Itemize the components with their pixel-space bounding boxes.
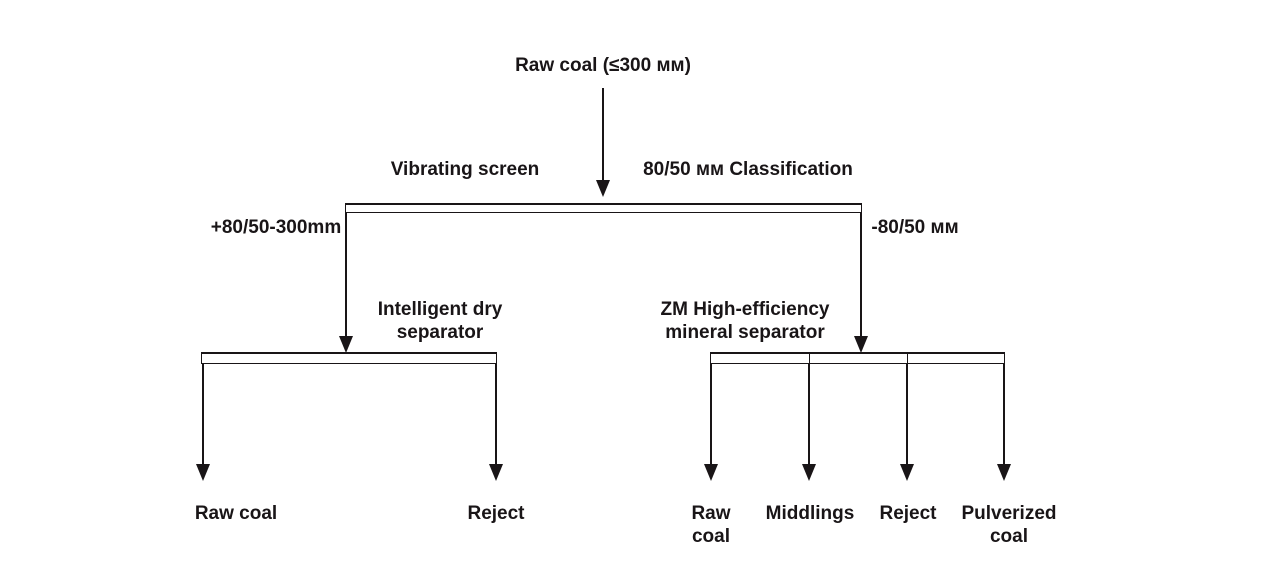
oversize-fraction-label: +80/50-300mm (210, 217, 342, 238)
flow-line-right-output-4 (1003, 363, 1005, 466)
flow-line-left-output-1 (202, 363, 204, 466)
flow-line-right-output-2 (808, 363, 810, 466)
down-arrowhead-icon (339, 336, 353, 353)
down-arrowhead-icon (997, 464, 1011, 481)
flow-line-left-branch (345, 212, 347, 338)
down-arrowhead-icon (489, 464, 503, 481)
output-label-reject: Reject (467, 503, 525, 524)
down-arrowhead-icon (900, 464, 914, 481)
intelligent-dry-separator-label-line2: separator (396, 322, 484, 343)
intelligent-dry-separator-bar (201, 352, 497, 364)
zm-mineral-separator-label-line2: mineral separator (665, 322, 825, 343)
down-arrowhead-icon (596, 180, 610, 197)
output-label-raw-coal: Raw coal (194, 503, 278, 524)
separator-divider (809, 354, 810, 363)
output-label-reject: Reject (879, 503, 937, 524)
intelligent-dry-separator-label-line1: Intelligent dry (377, 299, 503, 320)
vibrating-screen-bar (345, 203, 862, 213)
separator-divider (907, 354, 908, 363)
down-arrowhead-icon (802, 464, 816, 481)
zm-mineral-separator-label-line1: ZM High-efficiency (660, 299, 830, 320)
flow-line-right-output-1 (710, 363, 712, 466)
flow-line-root (602, 88, 604, 182)
vibrating-screen-label: Vibrating screen (390, 159, 540, 180)
node-raw-coal-input: Raw coal (≤300 мм) (515, 55, 691, 76)
flow-line-right-branch (860, 212, 862, 338)
flow-line-left-output-2 (495, 363, 497, 466)
classification-label: 80/50 мм Classification (643, 159, 853, 180)
output-label-raw-coal: Raw coal (691, 503, 731, 547)
undersize-fraction-label: -80/50 мм (871, 217, 959, 238)
flow-line-right-output-3 (906, 363, 908, 466)
down-arrowhead-icon (704, 464, 718, 481)
down-arrowhead-icon (854, 336, 868, 353)
output-label-pulverized-coal: Pulverized coal (961, 503, 1057, 547)
down-arrowhead-icon (196, 464, 210, 481)
zm-mineral-separator-bar (710, 352, 1005, 364)
output-label-middlings: Middlings (765, 503, 855, 524)
